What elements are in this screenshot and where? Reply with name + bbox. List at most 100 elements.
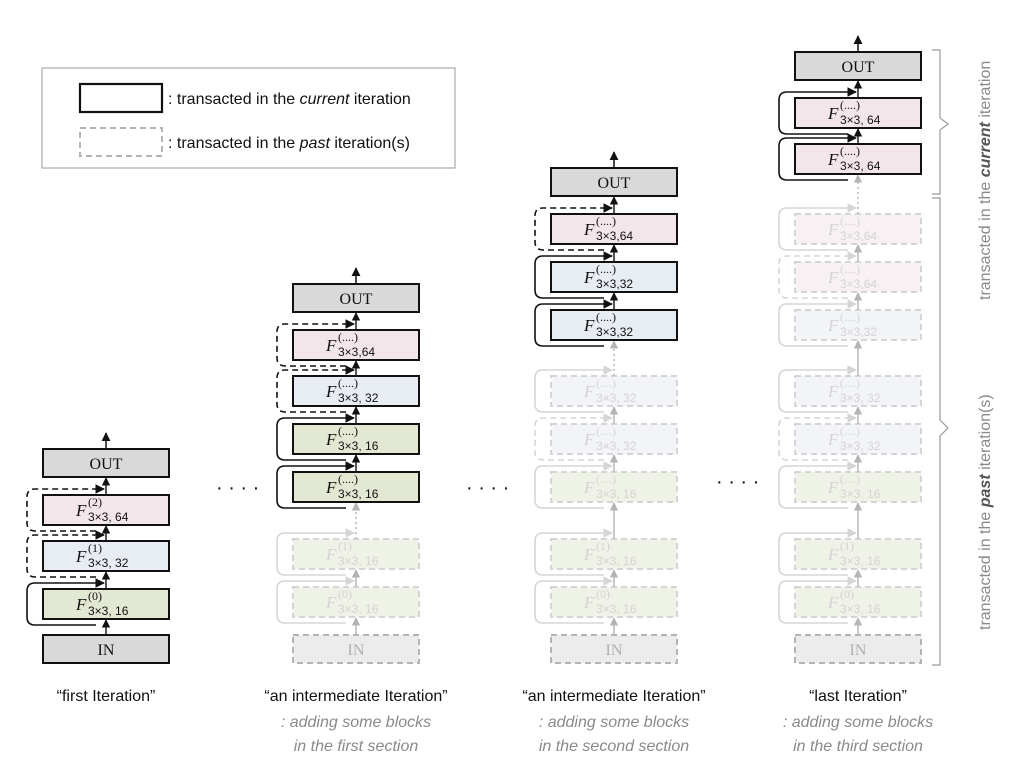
conv-block: F(....)3×3, 64 bbox=[778, 133, 922, 181]
block-label: F bbox=[583, 478, 595, 497]
block-superscript: (....) bbox=[596, 472, 616, 486]
block-subscript: 3×3,64 bbox=[338, 345, 375, 359]
column-caption: “last Iteration” bbox=[809, 688, 907, 705]
block-label: F bbox=[325, 593, 337, 612]
legend-past-suffix: iteration(s) bbox=[330, 135, 410, 152]
block-subscript: 3×3, 32 bbox=[338, 391, 379, 405]
block-subscript: 3×3, 16 bbox=[88, 604, 129, 618]
column-caption: “first Iteration” bbox=[57, 688, 156, 705]
conv-block: F(0)3×3, 16 bbox=[778, 576, 922, 624]
conv-block: F(....)3×3,32 bbox=[534, 251, 678, 299]
side-annotations: transacted in the current iteration tran… bbox=[932, 49, 994, 666]
block-superscript: (....) bbox=[840, 144, 860, 158]
skip-connection bbox=[778, 413, 857, 461]
block-superscript: (....) bbox=[840, 262, 860, 276]
block-subscript: 3×3, 32 bbox=[840, 391, 881, 405]
out-label: OUT bbox=[340, 291, 373, 308]
block-superscript: (0) bbox=[596, 587, 610, 601]
skip-connection bbox=[26, 484, 105, 532]
block-blue bbox=[550, 309, 678, 341]
block-green bbox=[794, 586, 922, 618]
block-pink bbox=[794, 97, 922, 129]
block-subscript: 3×3, 64 bbox=[88, 510, 129, 524]
block-blue bbox=[42, 540, 170, 572]
skip-connection bbox=[276, 576, 355, 624]
block-blue bbox=[794, 423, 922, 455]
block-blue bbox=[550, 261, 678, 293]
block-subscript: 3×3,32 bbox=[596, 277, 633, 291]
block-label: F bbox=[75, 501, 87, 520]
block-subscript: 3×3, 16 bbox=[596, 602, 637, 616]
column-subcaption-2: in the first section bbox=[294, 738, 419, 755]
block-green bbox=[292, 538, 420, 570]
legend-past-emph: past bbox=[299, 135, 331, 152]
column-caption: “an intermediate Iteration” bbox=[264, 688, 447, 705]
block-pink bbox=[794, 213, 922, 245]
block-subscript: 3×3, 32 bbox=[596, 439, 637, 453]
side-past-suffix: iteration(s) bbox=[977, 394, 994, 474]
block-blue bbox=[794, 309, 922, 341]
block-pink bbox=[292, 329, 420, 361]
block-label: F bbox=[583, 382, 595, 401]
legend-current-suffix: iteration bbox=[349, 91, 410, 108]
block-label: F bbox=[325, 336, 337, 355]
skip-connection bbox=[534, 413, 613, 461]
side-past-emph: past bbox=[977, 474, 994, 509]
conv-block: F(1)3×3, 16 bbox=[276, 528, 420, 576]
conv-block: F(....)3×3,64 bbox=[534, 203, 678, 251]
column-subcaption-2: in the second section bbox=[539, 738, 689, 755]
skip-connection bbox=[276, 413, 355, 461]
side-current-emph: current bbox=[977, 121, 994, 177]
conv-block: F(....)3×3, 16 bbox=[534, 461, 678, 509]
block-subscript: 3×3, 16 bbox=[596, 487, 637, 501]
legend: : transacted in the current iteration : … bbox=[41, 67, 456, 169]
block-superscript: (....) bbox=[840, 424, 860, 438]
conv-block: F(....)3×3, 32 bbox=[534, 365, 678, 413]
block-superscript: (0) bbox=[338, 587, 352, 601]
block-subscript: 3×3,64 bbox=[596, 229, 633, 243]
block-green bbox=[292, 471, 420, 503]
block-superscript: (....) bbox=[840, 376, 860, 390]
block-subscript: 3×3, 16 bbox=[338, 602, 379, 616]
skip-connection bbox=[778, 133, 857, 181]
block-label: F bbox=[325, 430, 337, 449]
block-subscript: 3×3,32 bbox=[596, 325, 633, 339]
block-green bbox=[550, 538, 678, 570]
block-superscript: (0) bbox=[840, 587, 854, 601]
block-label: F bbox=[583, 545, 595, 564]
column-subcaption-1: : adding some blocks bbox=[281, 714, 431, 731]
block-label: F bbox=[827, 220, 839, 239]
skip-connection bbox=[534, 576, 613, 624]
block-subscript: 3×3, 16 bbox=[338, 439, 379, 453]
block-label: F bbox=[583, 593, 595, 612]
block-superscript: (....) bbox=[840, 310, 860, 324]
block-label: F bbox=[583, 220, 595, 239]
block-superscript: (....) bbox=[338, 472, 358, 486]
skip-connection bbox=[534, 461, 613, 509]
block-label: F bbox=[325, 382, 337, 401]
conv-block: F(....)3×3, 32 bbox=[276, 365, 420, 413]
conv-block: F(1)3×3, 32 bbox=[26, 530, 170, 578]
in-label: IN bbox=[606, 642, 623, 659]
column-2: OUT IN F (....) 3×3,64F(....)3×3, 32F(....)3… bbox=[264, 267, 448, 755]
in-label: IN bbox=[348, 642, 365, 659]
block-superscript: (....) bbox=[596, 424, 616, 438]
skip-connection bbox=[534, 251, 613, 299]
block-subscript: 3×3, 16 bbox=[840, 602, 881, 616]
block-label: F bbox=[827, 382, 839, 401]
block-superscript: (....) bbox=[596, 376, 616, 390]
conv-block: F(....)3×3,64 bbox=[778, 203, 922, 251]
block-label: F bbox=[583, 268, 595, 287]
conv-block: F(....)3×3, 16 bbox=[276, 413, 420, 461]
ellipses: · · · · · · · · · · · · bbox=[216, 471, 759, 499]
side-current-label: transacted in the current iteration bbox=[977, 61, 994, 300]
block-label: F bbox=[827, 478, 839, 497]
block-label: F bbox=[827, 150, 839, 169]
legend-past-prefix: : transacted in the bbox=[168, 135, 300, 152]
block-superscript: (....) bbox=[596, 310, 616, 324]
block-label: F bbox=[827, 316, 839, 335]
block-green bbox=[794, 471, 922, 503]
block-label: F bbox=[827, 593, 839, 612]
block-pink bbox=[794, 143, 922, 175]
